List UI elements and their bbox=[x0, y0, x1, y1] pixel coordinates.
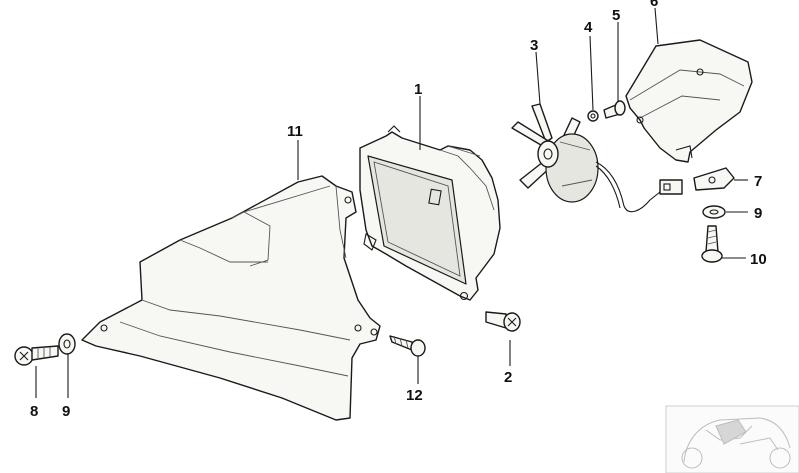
callout-2: 2 bbox=[504, 369, 512, 386]
fan-motor-part bbox=[511, 103, 683, 213]
callout-10: 10 bbox=[750, 251, 767, 268]
right-bolt-part bbox=[701, 225, 723, 263]
small-washer-part bbox=[587, 110, 599, 122]
callout-1: 1 bbox=[414, 81, 422, 98]
callout-5: 5 bbox=[612, 7, 620, 24]
callout-6: 6 bbox=[650, 0, 658, 10]
vehicle-locator-thumbnail bbox=[665, 405, 799, 473]
left-bolt-part bbox=[14, 345, 59, 366]
fan-housing-part bbox=[359, 125, 501, 301]
callout-9-left: 9 bbox=[62, 403, 70, 420]
callout-11: 11 bbox=[287, 123, 303, 140]
callout-12: 12 bbox=[406, 387, 423, 404]
small-screw-part bbox=[603, 100, 626, 119]
tapping-screw-part bbox=[389, 335, 426, 357]
callout-7: 7 bbox=[754, 173, 762, 190]
callout-9-right: 9 bbox=[754, 205, 762, 222]
callout-4: 4 bbox=[584, 19, 593, 36]
leader-4 bbox=[589, 35, 594, 111]
housing-bolt-part bbox=[485, 311, 521, 332]
callout-8: 8 bbox=[30, 403, 38, 420]
left-washer-part bbox=[58, 333, 76, 355]
leader-6 bbox=[654, 7, 659, 45]
clip-bracket-part bbox=[693, 167, 735, 191]
right-washer-part bbox=[702, 205, 726, 219]
leader-3 bbox=[535, 51, 541, 105]
callout-3: 3 bbox=[530, 37, 538, 54]
fan-cover-part bbox=[625, 39, 753, 163]
leader-lines bbox=[35, 7, 748, 398]
callout-labels: 1 2 3 4 5 6 7 8 9 9 10 11 12 bbox=[30, 0, 767, 420]
lower-cover-part bbox=[81, 175, 381, 421]
